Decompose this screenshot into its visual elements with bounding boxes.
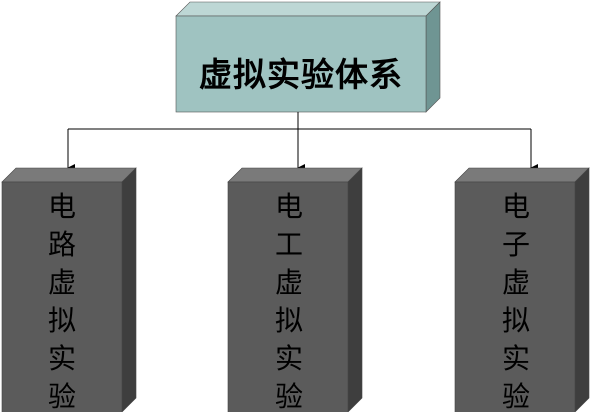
root-node-front-face (175, 15, 427, 113)
child-node-top-face (1, 167, 137, 183)
label-character: 工 (274, 228, 303, 261)
label-character: 实 (47, 342, 76, 375)
child-node-front-face (1, 181, 123, 412)
child-node-circuit (1, 167, 137, 412)
label-character: 实 (501, 342, 530, 375)
label-character: 虚 (501, 266, 530, 299)
label-character: 电 (47, 190, 76, 223)
label-character: 拟 (274, 304, 303, 337)
child-node-side-face (347, 167, 363, 412)
label-character: 子 (501, 228, 530, 261)
child-node-top-face (227, 167, 363, 183)
connectors (67, 112, 538, 172)
child-node-electrical (227, 167, 363, 412)
label-character: 虚 (274, 266, 303, 299)
label-character: 电 (274, 190, 303, 223)
label-character: 验 (501, 380, 530, 413)
child-node-label-electronics: 电子虚拟实验 (498, 188, 534, 416)
child-node-front-face (454, 181, 576, 412)
child-node-front-face (227, 181, 349, 412)
label-character: 实 (274, 342, 303, 375)
child-node-side-face (121, 167, 137, 412)
root-node-top-face (175, 1, 441, 17)
label-character: 虚 (47, 266, 76, 299)
label-character: 拟 (501, 304, 530, 337)
label-character: 电 (501, 190, 530, 223)
root-node-side-face (425, 1, 441, 113)
label-character: 验 (47, 380, 76, 413)
root-node-label: 虚拟实验体系 (199, 55, 403, 94)
root-node (175, 1, 441, 113)
child-node-label-circuit: 电路虚拟实验 (44, 188, 80, 416)
child-node-side-face (574, 167, 590, 412)
child-node-electronics (454, 167, 590, 412)
label-character: 路 (47, 228, 76, 261)
child-node-label-electrical: 电工虚拟实验 (271, 188, 307, 416)
child-node-top-face (454, 167, 590, 183)
label-character: 验 (274, 380, 303, 413)
label-character: 拟 (47, 304, 76, 337)
